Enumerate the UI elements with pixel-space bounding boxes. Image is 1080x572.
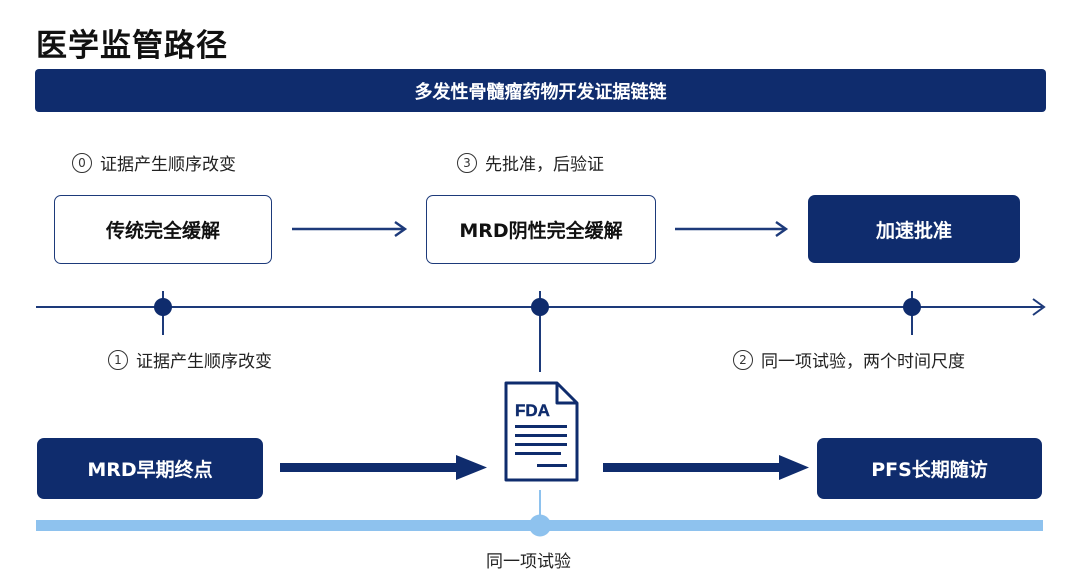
circled-number-icon: 1	[108, 349, 128, 370]
arrow-right-icon	[675, 221, 789, 237]
box-accelerated-approval: 加速批准	[808, 195, 1020, 263]
note-approve-first: 3 先批准，后验证	[457, 150, 604, 175]
arrow-right-icon	[280, 455, 487, 480]
circled-number-icon: 0	[72, 152, 92, 173]
timeline-node	[531, 298, 549, 316]
note-text: 证据产生顺序改变	[100, 155, 236, 175]
box-mrd-negative-cr: MRD阴性完全缓解	[426, 195, 656, 264]
document-icon: FDA	[504, 381, 579, 482]
note-evidence-order-mid: 1 证据产生顺序改变	[108, 347, 272, 372]
box-mrd-early-endpoint: MRD早期终点	[37, 438, 263, 499]
note-text: 证据产生顺序改变	[136, 352, 272, 372]
timeline-node	[903, 298, 921, 316]
banner-title: 多发性骨髓瘤药物开发证据链链	[35, 69, 1046, 112]
circled-number-icon: 2	[733, 349, 753, 370]
trial-bar	[36, 514, 1043, 537]
note-text: 同一项试验，两个时间尺度	[761, 352, 965, 372]
page-title: 医学监管路径	[36, 28, 228, 64]
note-text: 先批准，后验证	[485, 155, 604, 175]
circled-number-icon: 3	[457, 152, 477, 173]
arrow-right-icon	[292, 221, 408, 237]
box-traditional-cr: 传统完全缓解	[54, 195, 272, 264]
same-trial-label: 同一项试验	[486, 552, 571, 572]
document-label: FDA	[515, 401, 550, 420]
trial-bar-node	[529, 514, 551, 537]
box-pfs-long-term-followup: PFS长期随访	[817, 438, 1042, 499]
note-evidence-order-top: 0 证据产生顺序改变	[72, 150, 236, 175]
arrow-right-icon	[603, 455, 809, 480]
timeline-axis	[36, 291, 1046, 372]
timeline-node	[154, 298, 172, 316]
note-same-trial-two-timescales: 2 同一项试验，两个时间尺度	[733, 347, 965, 372]
